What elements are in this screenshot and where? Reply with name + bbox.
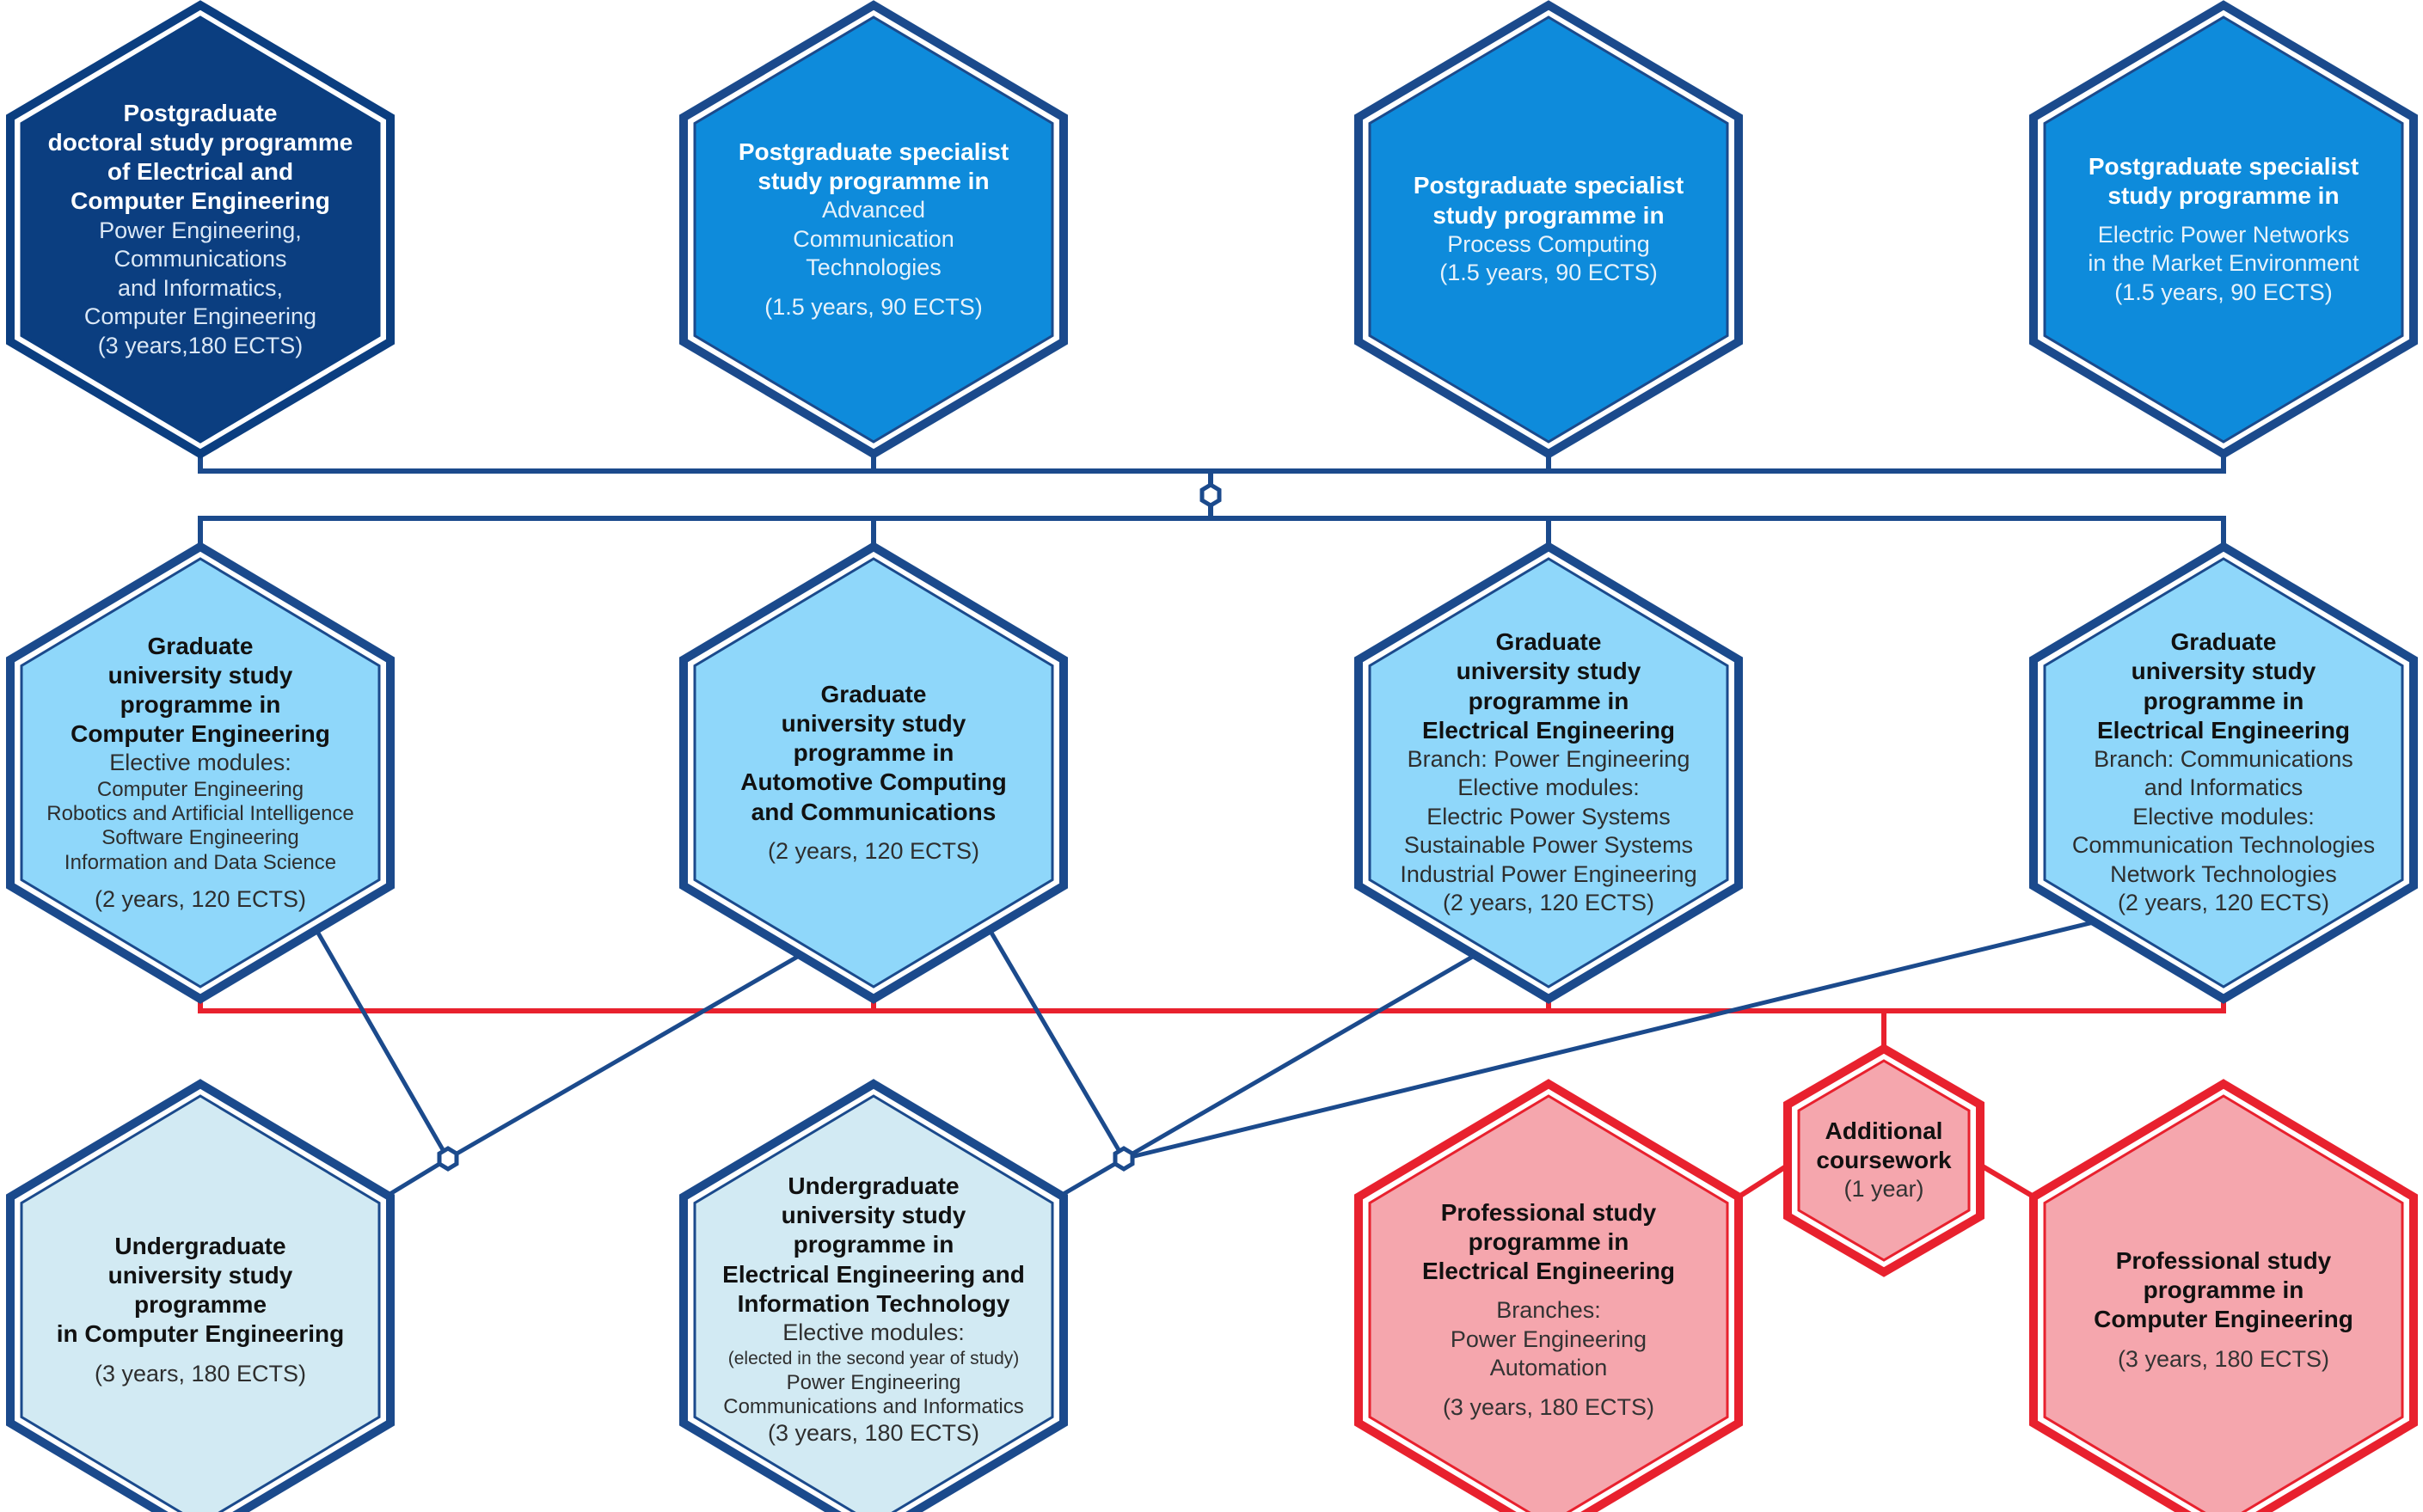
hex-fill (2043, 557, 2404, 989)
connector-grad-auto-to-ug-ce (446, 943, 819, 1161)
connector-grad-ee-power-to-ug-eeit (1122, 943, 1494, 1161)
hex-fill (2043, 15, 2404, 444)
connector-junction-to-ug-eeit (1056, 1156, 1126, 1200)
hex-grad-ee-power (1354, 542, 1743, 1004)
hex-fill (20, 15, 381, 444)
connector-postgraduate-bus (198, 444, 2226, 474)
hex-fill (20, 557, 381, 989)
hexagons (6, 0, 2418, 1512)
junction-marker-2 (437, 1146, 459, 1172)
junctions (437, 482, 1222, 1172)
hex-fill (693, 557, 1054, 989)
hex-fill (1368, 1094, 1729, 1512)
connector-grad-auto-to-ug-eeit (980, 916, 1126, 1160)
hex-fill (1368, 15, 1729, 444)
hex-doctoral (6, 0, 395, 459)
hex-fill (1368, 557, 1729, 989)
hex-fill (1797, 1059, 1971, 1262)
hex-spec-power (2029, 0, 2418, 459)
junction-marker-1 (1199, 482, 1222, 508)
connector-professional-bus (198, 980, 2226, 1013)
hex-spec-comm (679, 0, 1068, 459)
hex-fill (693, 15, 1054, 444)
connector-grad-ce-to-ug-ce (307, 916, 451, 1160)
connector-grad-ee-comm-to-ug-eeit (1123, 915, 2112, 1161)
hex-fill (2043, 1094, 2404, 1512)
hex-grad-ce (6, 542, 395, 1004)
hex-prof-ce (2029, 1079, 2418, 1512)
hex-ug-eeit (679, 1079, 1068, 1512)
hex-fill (20, 1094, 381, 1512)
hex-ug-ce (6, 1079, 395, 1512)
hex-grad-ee-comm (2029, 542, 2418, 1004)
hex-additional (1783, 1044, 1984, 1277)
connector-graduate-bus (198, 516, 2226, 567)
hex-fill (693, 1094, 1054, 1512)
junction-marker-3 (1113, 1146, 1135, 1172)
hex-prof-ee (1354, 1079, 1743, 1512)
hex-spec-process (1354, 0, 1743, 459)
hex-grad-auto (679, 542, 1068, 1004)
